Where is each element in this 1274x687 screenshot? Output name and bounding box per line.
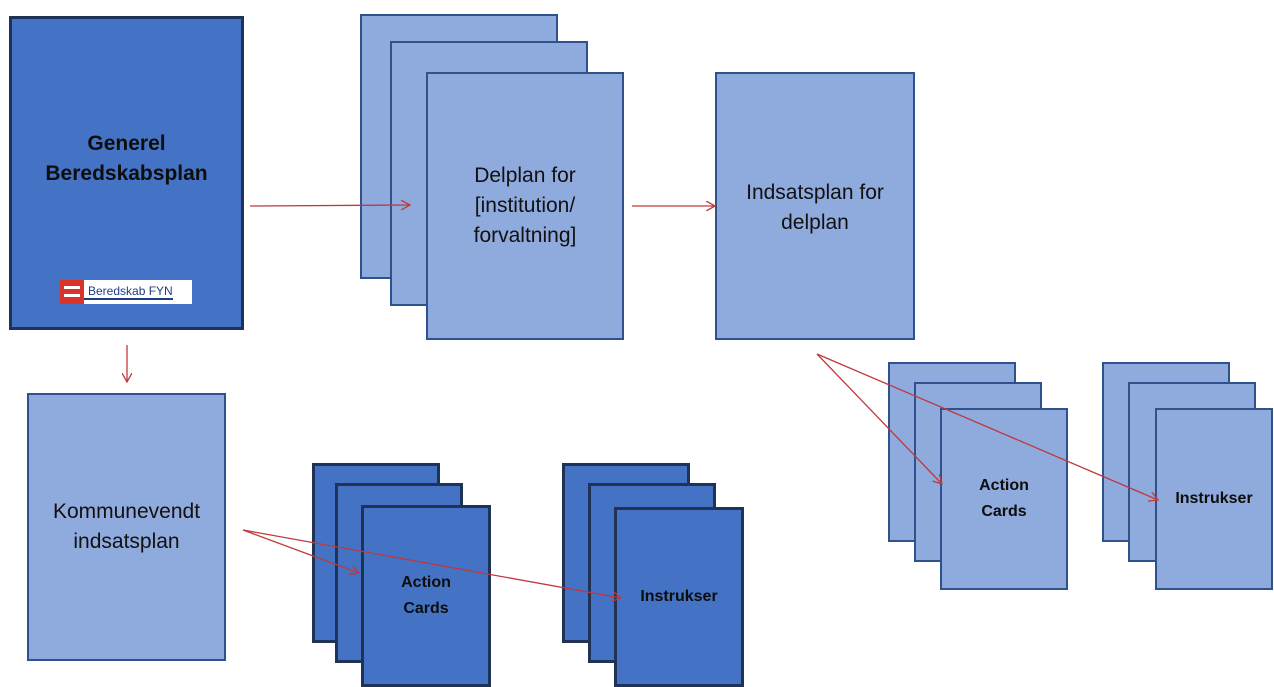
action-cards-right-label: Action Cards [979, 473, 1029, 525]
delplan-sheet-front: Delplan for [institution/ forvaltning] [426, 72, 624, 340]
action-cards-bottom-label: Action Cards [401, 570, 451, 622]
instrukser-bottom-label: Instrukser [640, 588, 718, 605]
action-cards-right-line2: Cards [981, 503, 1027, 520]
kommunevendt-label: Kommunevendt indsatsplan [53, 497, 200, 557]
delplan-label: Delplan for [institution/ forvaltning] [474, 161, 577, 251]
delplan-label-line3: forvaltning] [473, 224, 577, 247]
delplan-label-line2: [institution/ [474, 194, 576, 217]
beredskab-fyn-logo: Beredskab FYN [60, 280, 192, 304]
action-cards-right-front: Action Cards [940, 408, 1068, 590]
general-plan-box: Generel Beredskabsplan [9, 16, 244, 330]
indsatsplan-box: Indsatsplan for delplan [715, 72, 915, 340]
instrukser-bottom-front: Instrukser [614, 507, 744, 687]
indsatsplan-label-line1: Indsatsplan for [746, 181, 884, 204]
kommunevendt-label-line1: Kommunevendt [52, 500, 201, 523]
general-plan-title: Generel Beredskabsplan [45, 129, 207, 189]
kommunevendt-box: Kommunevendt indsatsplan [27, 393, 226, 661]
logo-text: Beredskab FYN [84, 284, 173, 300]
indsatsplan-label: Indsatsplan for delplan [746, 178, 884, 238]
delplan-label-line1: Delplan for [474, 164, 576, 187]
instrukser-right-front: Instrukser [1155, 408, 1273, 590]
action-cards-bottom-front: Action Cards [361, 505, 491, 687]
indsatsplan-label-line2: delplan [781, 211, 849, 234]
action-cards-right-line1: Action [979, 477, 1029, 494]
kommunevendt-label-line2: indsatsplan [73, 530, 180, 553]
instrukser-right-label: Instrukser [1175, 490, 1253, 507]
general-plan-title-line1: Generel [87, 132, 166, 155]
general-plan-title-line2: Beredskabsplan [45, 162, 208, 185]
beredskab-fyn-logo-icon [60, 280, 84, 304]
action-cards-bottom-line2: Cards [403, 600, 449, 617]
action-cards-bottom-line1: Action [401, 574, 451, 591]
